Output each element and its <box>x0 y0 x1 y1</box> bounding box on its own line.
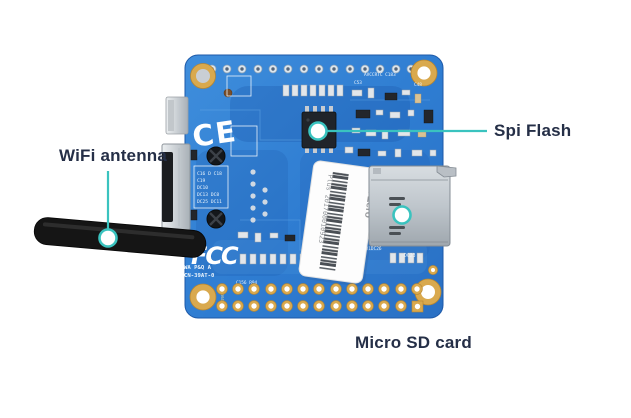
smd-components <box>237 84 437 265</box>
ce-mark: CE <box>190 114 239 154</box>
callouts <box>98 121 487 248</box>
svg-text:C48: C48 <box>414 82 422 88</box>
svg-text:C156 R94: C156 R94 <box>236 280 258 286</box>
svg-text:C19: C19 <box>197 178 206 184</box>
barcode-sticker: Plus 201708010923 Pi Zero <box>298 160 380 287</box>
wifi-antenna-cable <box>33 217 207 258</box>
wifi-antenna-marker <box>98 228 118 248</box>
spi-flash-marker <box>308 121 328 141</box>
svg-text:DC25 DC11: DC25 DC11 <box>197 199 222 205</box>
svg-text:C53: C53 <box>354 80 362 86</box>
micro-sd-card-label: Micro SD card <box>355 333 472 352</box>
svg-text:DC13 DC8: DC13 DC8 <box>197 192 219 198</box>
svg-text:AVCCRTC C183: AVCCRTC C183 <box>364 72 396 78</box>
mounting-holes <box>189 59 442 311</box>
svg-text:C16 D C18: C16 D C18 <box>197 171 222 177</box>
svg-text:DB1DC26: DB1DC26 <box>363 246 382 252</box>
svg-text:DC10: DC10 <box>197 185 208 191</box>
svg-text:CN-39AT-0: CN-39AT-0 <box>184 273 215 279</box>
screw-heads <box>206 146 226 229</box>
usb-connectors <box>161 96 198 231</box>
wifi-antenna-label: WiFi antenna <box>59 146 168 165</box>
micro-sd-marker <box>392 205 412 225</box>
micro-sd-slot <box>368 165 457 247</box>
svg-text:WA P&Q A: WA P&Q A <box>184 265 212 271</box>
svg-text:DC23: DC23 <box>404 253 416 259</box>
spi-flash-label: Spi Flash <box>494 121 572 140</box>
gpio-holes <box>216 283 424 313</box>
